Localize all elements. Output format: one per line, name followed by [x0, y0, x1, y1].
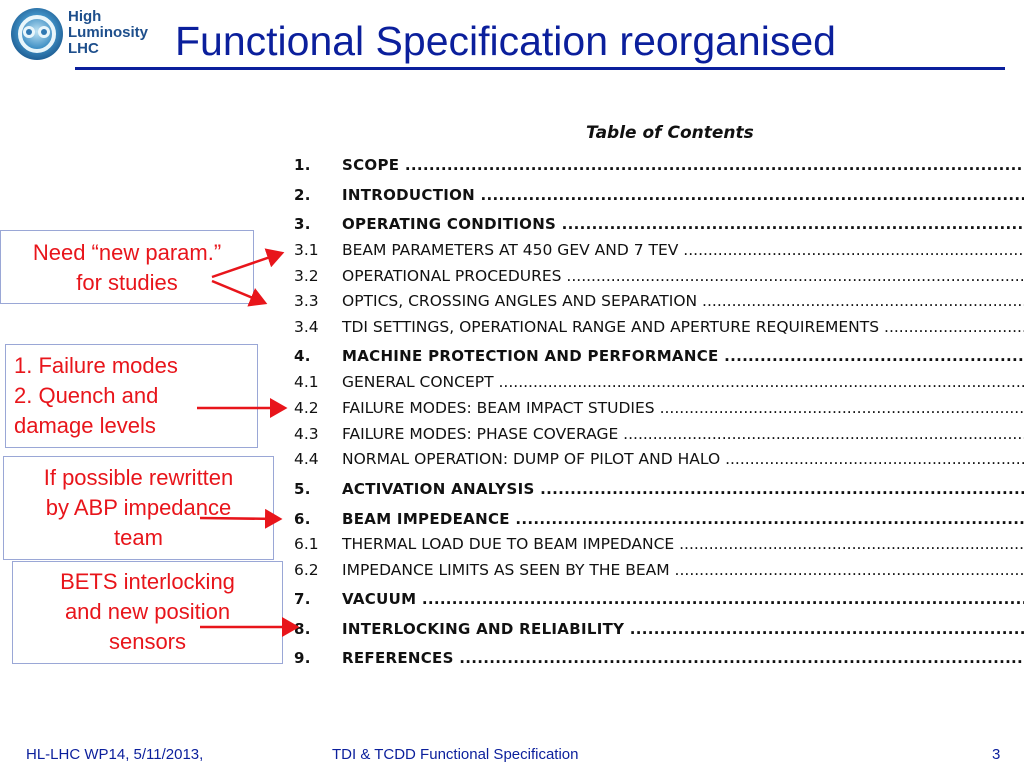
toc-entry-label: OPERATING CONDITIONS: [342, 213, 1024, 235]
note-line: 1. Failure modes: [14, 353, 178, 378]
toc-entry-number: 3.4: [294, 318, 319, 336]
logo-line-2: Luminosity: [68, 24, 149, 41]
toc-entry: 4.1 GENERAL CONCEPT: [294, 371, 1024, 393]
toc-entry-number: 4.3: [294, 425, 319, 443]
toc-entry: 7. VACUUM: [294, 588, 1024, 610]
toc-entry-number: 4.: [294, 347, 311, 365]
toc-entry-label: FAILURE MODES: PHASE COVERAGE: [342, 423, 1024, 445]
toc-entry-label: THERMAL LOAD DUE TO BEAM IMPEDANCE: [342, 533, 1024, 555]
toc-entry-number: 4.4: [294, 450, 319, 468]
arrow-to-3-1: [211, 248, 285, 279]
toc-entry-number: 3.2: [294, 267, 319, 285]
logo-line-1: High: [68, 8, 102, 25]
note-line: by ABP impedance: [45, 495, 232, 520]
note-bets-interlocking: BETS interlocking and new position senso…: [12, 561, 283, 664]
toc-entry-number: 3.1: [294, 241, 319, 259]
toc-entry: 6. BEAM IMPEDEANCE: [294, 508, 1024, 530]
toc-entry-number: 5.: [294, 480, 311, 498]
toc-entry-label: ACTIVATION ANALYSIS: [342, 478, 1024, 500]
toc-entry: 9. REFERENCES: [294, 647, 1024, 669]
title-underline: [75, 67, 1005, 70]
toc-entry: 4.2 FAILURE MODES: BEAM IMPACT STUDIES: [294, 397, 1024, 419]
arrow-to-6: [199, 508, 283, 529]
toc-entry-number: 6.1: [294, 535, 319, 553]
toc-entry-label: VACUUM: [342, 588, 1024, 610]
note-line: If possible rewritten: [43, 465, 234, 490]
toc-entry-label: OPTICS, CROSSING ANGLES AND SEPARATION: [342, 290, 1024, 312]
toc-entry: 4. MACHINE PROTECTION AND PERFORMANCE: [294, 345, 1024, 367]
logo-line-3: LHC: [68, 40, 99, 57]
toc-entry-label: MACHINE PROTECTION AND PERFORMANCE: [342, 345, 1024, 367]
footer-center: TDI & TCDD Functional Specification: [332, 746, 579, 763]
toc-entry-number: 4.2: [294, 399, 319, 417]
toc-entry: 6.2 IMPEDANCE LIMITS AS SEEN BY THE BEAM: [294, 559, 1024, 581]
toc-entry-label: FAILURE MODES: BEAM IMPACT STUDIES: [342, 397, 1024, 419]
note-new-params: Need “new param.” for studies: [0, 230, 254, 304]
toc-heading: Table of Contents: [586, 123, 754, 143]
logo-wordmark: High Luminosity LHC: [68, 9, 148, 57]
toc-entry-label: GENERAL CONCEPT: [342, 371, 1024, 393]
toc-entry-label: INTERLOCKING AND RELIABILITY: [342, 618, 1024, 640]
note-failure-modes: 1. Failure modes 2. Quench and damage le…: [5, 344, 258, 448]
note-line: BETS interlocking: [60, 569, 235, 594]
lhc-ring-icon: [11, 8, 63, 60]
toc-entry: 3.1 BEAM PARAMETERS AT 450 GEV AND 7 TEV: [294, 239, 1024, 261]
toc-entry: 3.3 OPTICS, CROSSING ANGLES AND SEPARATIO…: [294, 290, 1024, 312]
toc-entry: 5. ACTIVATION ANALYSIS: [294, 478, 1024, 500]
toc-entry-number: 2.: [294, 186, 311, 204]
toc-entry-label: NORMAL OPERATION: DUMP OF PILOT AND HALO: [342, 448, 1024, 470]
note-line: team: [114, 525, 163, 550]
toc-entry-number: 6.: [294, 510, 311, 528]
toc-entry-number: 3.3: [294, 292, 319, 310]
hl-lhc-logo: High Luminosity LHC: [8, 5, 148, 67]
toc-entry-number: 4.1: [294, 373, 319, 391]
toc-entry: 3.4 TDI SETTINGS, OPERATIONAL RANGE AND A…: [294, 316, 1024, 338]
toc-entry-label: IMPEDANCE LIMITS AS SEEN BY THE BEAM: [342, 559, 1024, 581]
toc-entry: 2. INTRODUCTION: [294, 184, 1024, 206]
toc-entry-number: 7.: [294, 590, 311, 608]
toc-entry: 3.2 OPERATIONAL PROCEDURES: [294, 265, 1024, 287]
note-line: for studies: [76, 270, 178, 295]
toc-entry-label: BEAM IMPEDEANCE: [342, 508, 1024, 530]
toc-entry: 4.4 NORMAL OPERATION: DUMP OF PILOT AND H…: [294, 448, 1024, 470]
toc-entry-number: 9.: [294, 649, 311, 667]
note-line: and new position: [64, 599, 231, 624]
note-line: sensors: [108, 629, 187, 654]
toc-entry-label: REFERENCES: [342, 647, 1024, 669]
note-line: damage levels: [14, 413, 156, 438]
toc-entry: 1. SCOPE: [294, 154, 1024, 176]
footer-page-number: 3: [992, 746, 1001, 763]
slide-title: Functional Specification reorganised: [175, 18, 836, 64]
toc-entry-number: 1.: [294, 156, 311, 174]
toc-entry-label: OPERATIONAL PROCEDURES: [342, 265, 1024, 287]
toc-entry-label: INTRODUCTION: [342, 184, 1024, 206]
toc-entry: 3. OPERATING CONDITIONS: [294, 213, 1024, 235]
note-abp-impedance: If possible rewritten by ABP impedance t…: [3, 456, 274, 560]
toc-entry-label: TDI SETTINGS, OPERATIONAL RANGE AND APER…: [342, 316, 1024, 338]
footer-left: HL-LHC WP14, 5/11/2013,: [26, 746, 204, 763]
arrow-to-3-3: [211, 279, 268, 307]
toc-entry: 6.1 THERMAL LOAD DUE TO BEAM IMPEDANCE: [294, 533, 1024, 555]
note-line: 2. Quench and: [14, 383, 159, 408]
toc-entry-number: 6.2: [294, 561, 319, 579]
toc-entry-number: 3.: [294, 215, 311, 233]
toc-entry: 4.3 FAILURE MODES: PHASE COVERAGE: [294, 423, 1024, 445]
note-line: Need “new param.”: [32, 240, 222, 265]
toc-entry-label: SCOPE: [342, 154, 1024, 176]
toc-entry-label: BEAM PARAMETERS AT 450 GEV AND 7 TEV: [342, 239, 1024, 261]
